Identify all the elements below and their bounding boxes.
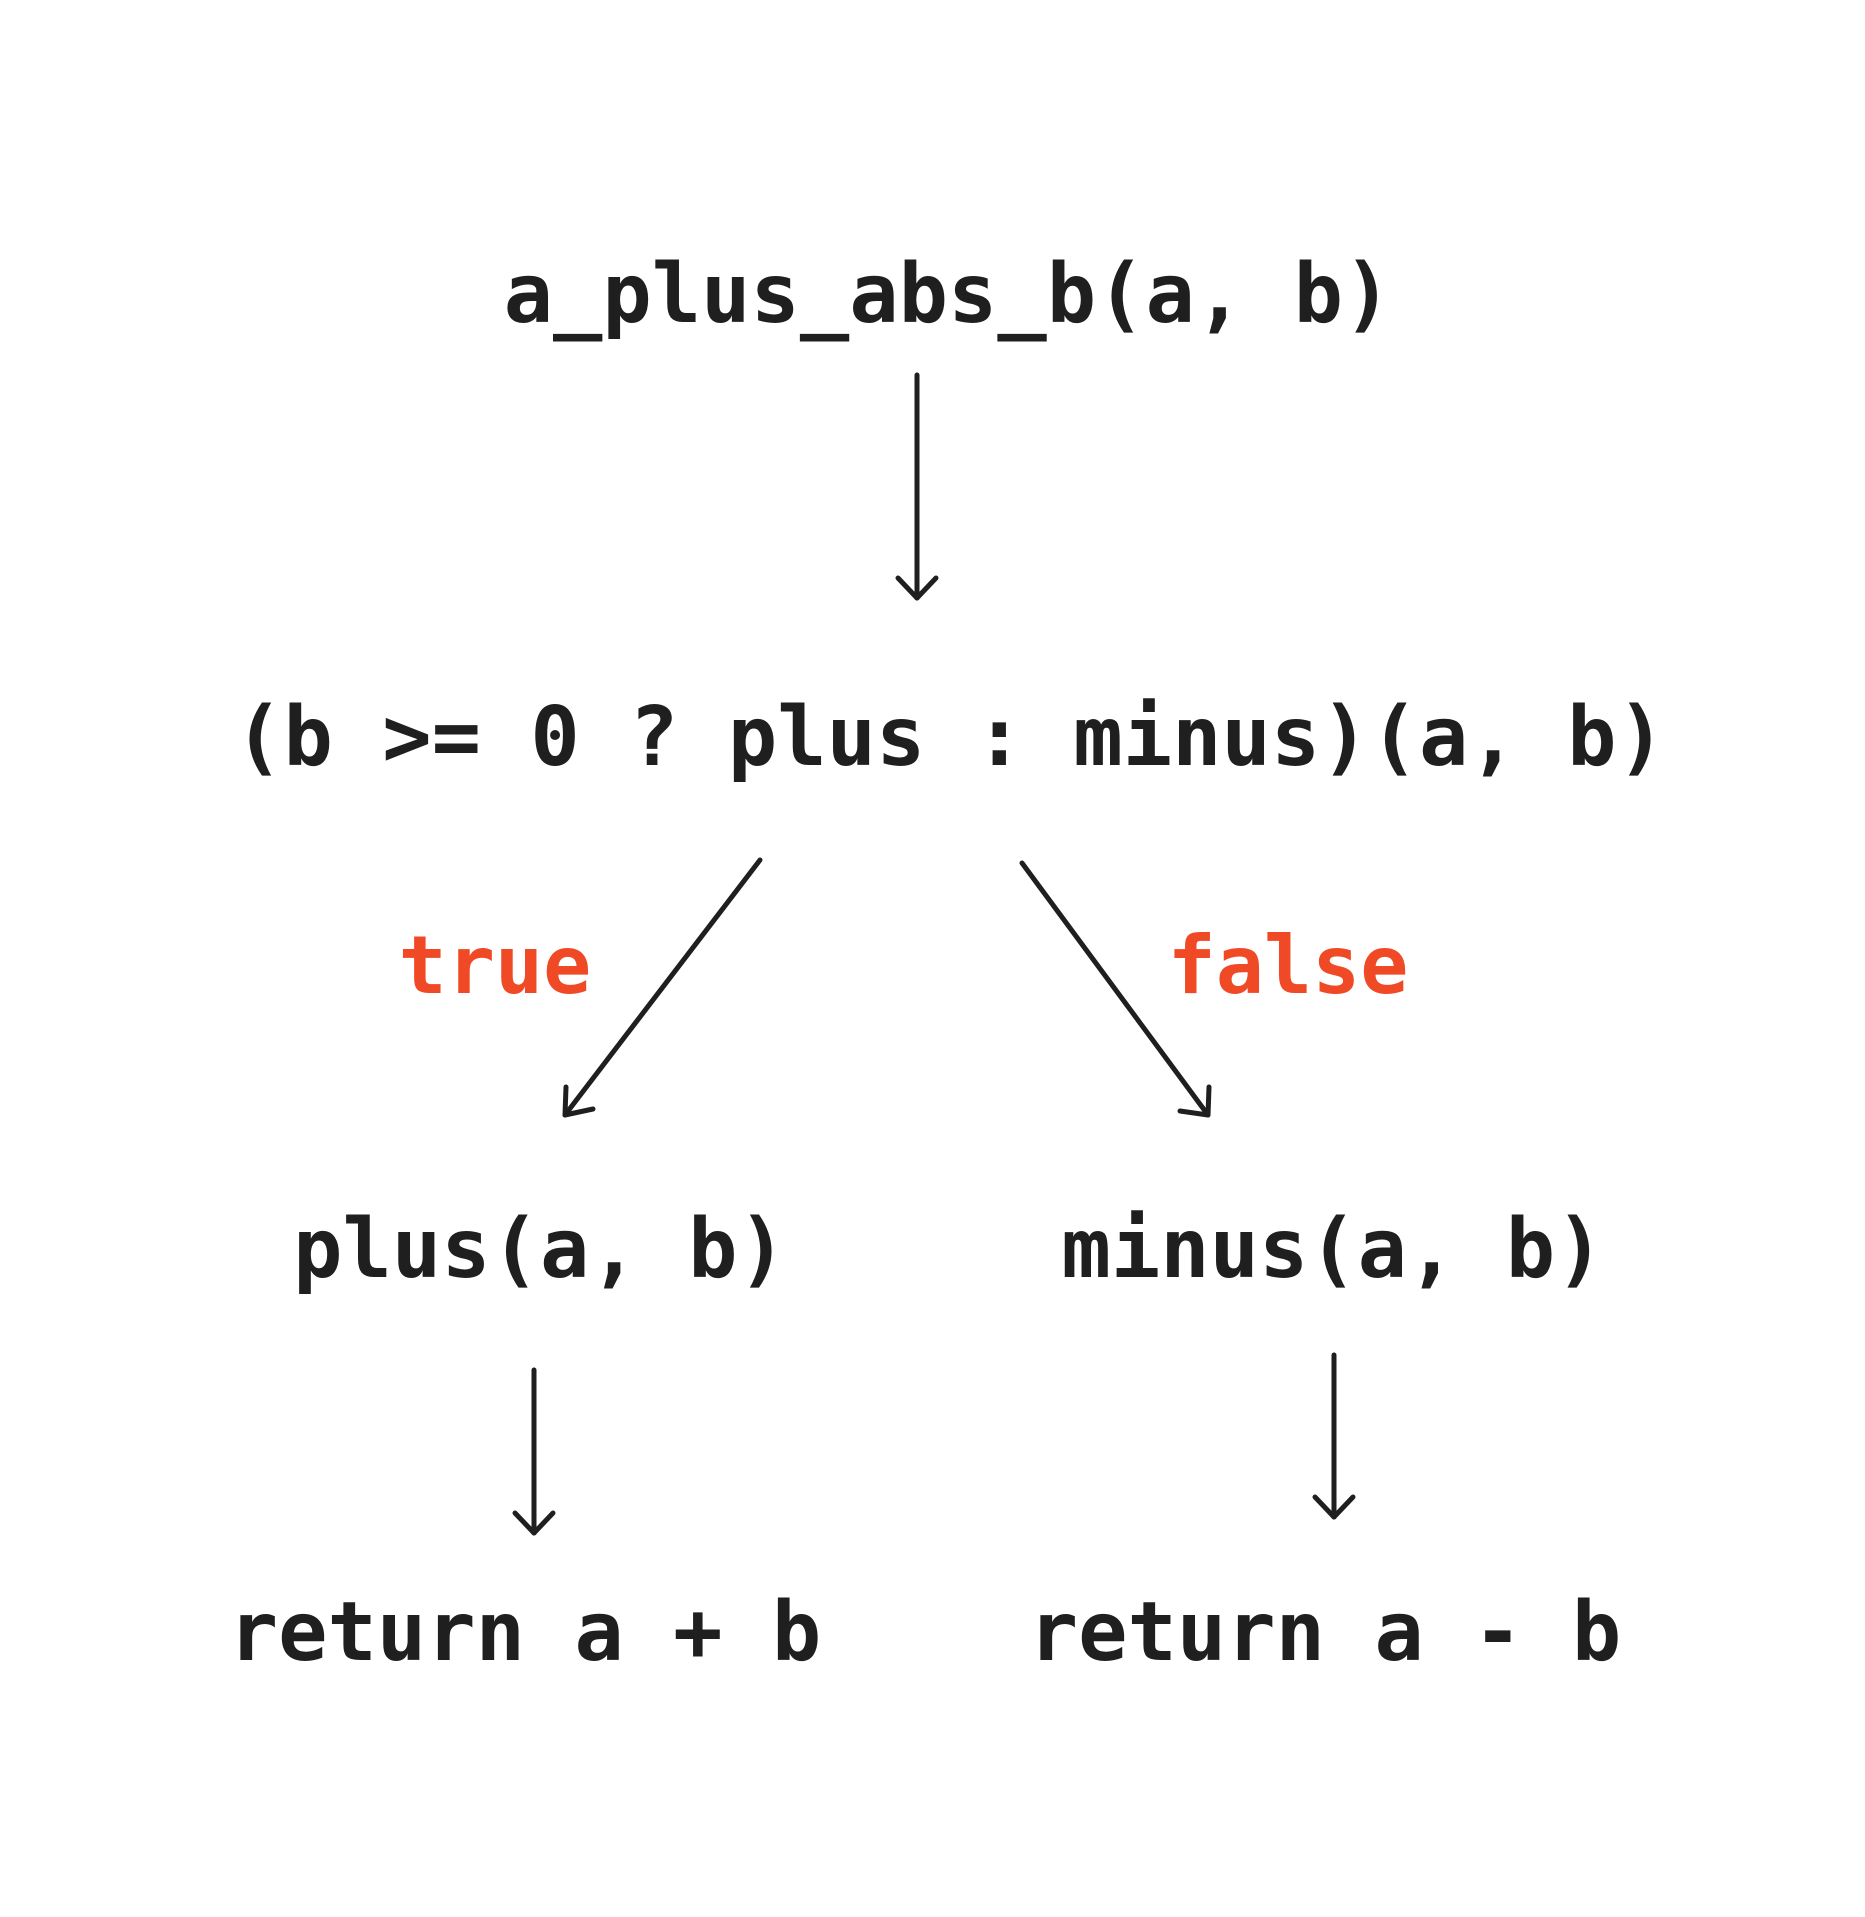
arrow-true-branch <box>562 857 763 1118</box>
false-branch-label: false <box>1168 919 1409 1012</box>
arrow-root-to-condition <box>895 372 939 601</box>
root-expression: a_plus_abs_b(a, b) <box>504 247 1393 342</box>
conditional-expression: (b >= 0 ? plus : minus)(a, b) <box>234 690 1666 785</box>
plus-return-statement: return a + b <box>229 1585 821 1680</box>
arrow-false-branch <box>1019 860 1212 1118</box>
minus-call: minus(a, b) <box>1061 1202 1604 1297</box>
true-branch-label: true <box>399 919 592 1012</box>
minus-return-statement: return a - b <box>1029 1585 1621 1680</box>
arrow-minus-to-return <box>1312 1352 1356 1520</box>
arrow-plus-to-return <box>512 1367 556 1536</box>
plus-call: plus(a, b) <box>293 1202 787 1297</box>
